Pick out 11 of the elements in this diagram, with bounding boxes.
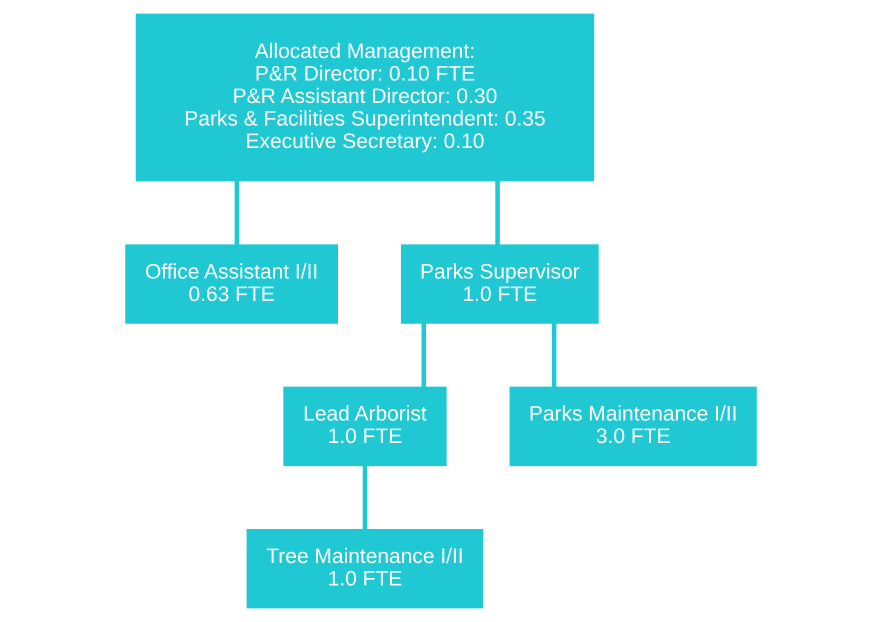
connector <box>421 323 426 388</box>
connector <box>494 180 500 245</box>
connector <box>234 180 239 245</box>
node-box: Lead Arborist 1.0 FTE <box>282 386 446 466</box>
node-box: Office Assistant I/II 0.63 FTE <box>124 244 338 324</box>
node-box: Tree Maintenance I/II 1.0 FTE <box>246 529 483 608</box>
connector <box>362 466 367 530</box>
node-box: Parks Maintenance I/II 3.0 FTE <box>509 386 756 466</box>
node-box: Allocated Management: P&R Director: 0.10 FTE P&R Assistant Director: 0.30 Parks & Facilities Superintendent: 0.35 Executive Secretary: 0.10 <box>135 14 594 182</box>
node-box: Parks Supervisor 1.0 FTE <box>400 244 598 324</box>
connector <box>551 323 556 388</box>
